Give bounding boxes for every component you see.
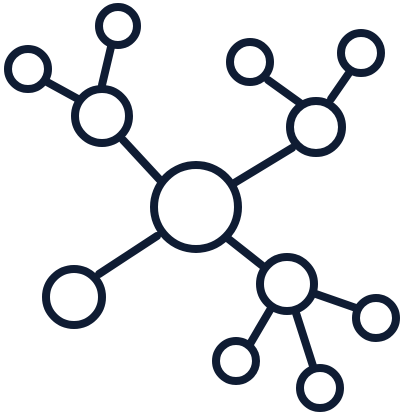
edge-lower-right-to-bottom-right-leaf	[292, 309, 317, 370]
lower-left-leaf-node	[42, 265, 106, 329]
network-nodes	[4, 3, 400, 412]
edge-upper-right-to-right-leaf	[327, 69, 353, 103]
upper-left-top-leaf-node	[95, 3, 141, 49]
bottom-right-leaf-node	[296, 364, 344, 412]
edge-hub-to-lower-left-leaf	[95, 232, 161, 278]
edge-upper-right-to-left-leaf	[264, 76, 304, 107]
upper-right-node	[286, 97, 346, 157]
edge-lower-right-to-right-leaf	[309, 289, 360, 312]
bottom-left-leaf-node	[212, 337, 260, 385]
lower-right-node	[256, 253, 318, 315]
network-edges	[43, 43, 360, 370]
edge-hub-to-upper-right	[227, 144, 296, 189]
lower-right-side-leaf-node	[352, 294, 400, 342]
upper-left-node	[71, 85, 133, 147]
upper-left-side-leaf-node	[4, 45, 52, 93]
upper-right-left-leaf-node	[226, 38, 274, 86]
edge-hub-to-lower-right	[222, 233, 268, 271]
edge-hub-to-upper-left	[119, 136, 164, 184]
edge-upper-left-to-top-leaf	[98, 43, 115, 89]
hub-node	[150, 161, 242, 253]
edge-lower-right-to-bottom-left-leaf	[246, 306, 274, 348]
edge-upper-left-to-left-leaf	[43, 78, 82, 103]
upper-right-right-leaf-node	[337, 29, 385, 77]
